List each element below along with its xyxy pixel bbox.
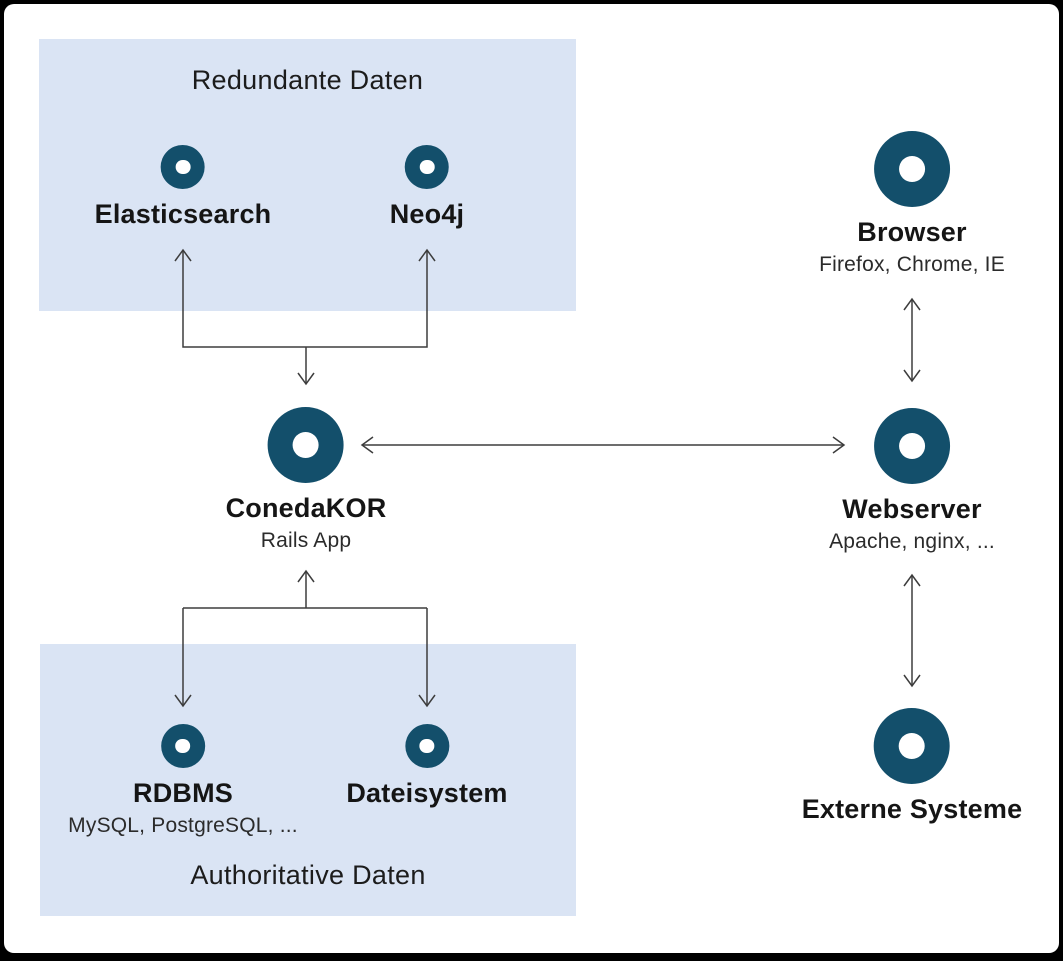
- node-sublabel: Rails App: [260, 529, 352, 552]
- node-sublabel: Apache, nginx, ...: [829, 530, 995, 553]
- arrowhead-up-browser: [903, 297, 921, 311]
- node-elasticsearch: Elasticsearch: [95, 145, 272, 230]
- node-dateisystem: Dateisystem: [346, 724, 507, 809]
- dateisystem-icon: [404, 724, 449, 768]
- webserver-icon: [874, 408, 950, 484]
- node-label: Browser: [857, 217, 967, 247]
- group-authoritative-daten: Authoritative Daten: [40, 644, 576, 916]
- node-label: Externe Systeme: [801, 794, 1023, 824]
- node-label: Elasticsearch: [94, 199, 272, 229]
- arrowhead-down-webserver: [903, 369, 921, 383]
- rdbms-icon: [161, 724, 205, 768]
- group-title-authoritative: Authoritative Daten: [190, 860, 426, 890]
- neo4j-icon: [405, 145, 449, 189]
- node-label: Dateisystem: [346, 778, 508, 808]
- node-label: Webserver: [842, 494, 982, 524]
- node-sublabel: MySQL, PostgreSQL, ...: [68, 814, 298, 837]
- arrowhead-up-webserver: [903, 573, 921, 587]
- browser-icon: [873, 131, 950, 207]
- node-label: RDBMS: [133, 778, 233, 808]
- arrowhead-down-conedakor: [297, 372, 315, 386]
- node-sublabel: Firefox, Chrome, IE: [819, 253, 1005, 276]
- arrowhead-down-externe: [903, 674, 921, 688]
- group-title-redundante: Redundante Daten: [191, 65, 424, 95]
- node-webserver: Webserver Apache, nginx, ...: [829, 408, 995, 554]
- conedakor-icon: [268, 407, 344, 483]
- node-conedakor: ConedaKOR Rails App: [226, 407, 387, 553]
- diagram-canvas: Redundante Daten Authoritative Daten Ela…: [4, 4, 1059, 953]
- externe-systeme-icon: [874, 708, 950, 784]
- arrowhead-up-conedakor: [297, 569, 315, 583]
- node-label: Neo4j: [389, 199, 465, 229]
- node-neo4j: Neo4j: [390, 145, 465, 230]
- node-browser: Browser Firefox, Chrome, IE: [819, 131, 1005, 277]
- node-rdbms: RDBMS MySQL, PostgreSQL, ...: [68, 724, 298, 838]
- node-label: ConedaKOR: [225, 493, 387, 523]
- elasticsearch-icon: [161, 145, 205, 189]
- node-externe-systeme: Externe Systeme: [802, 708, 1023, 825]
